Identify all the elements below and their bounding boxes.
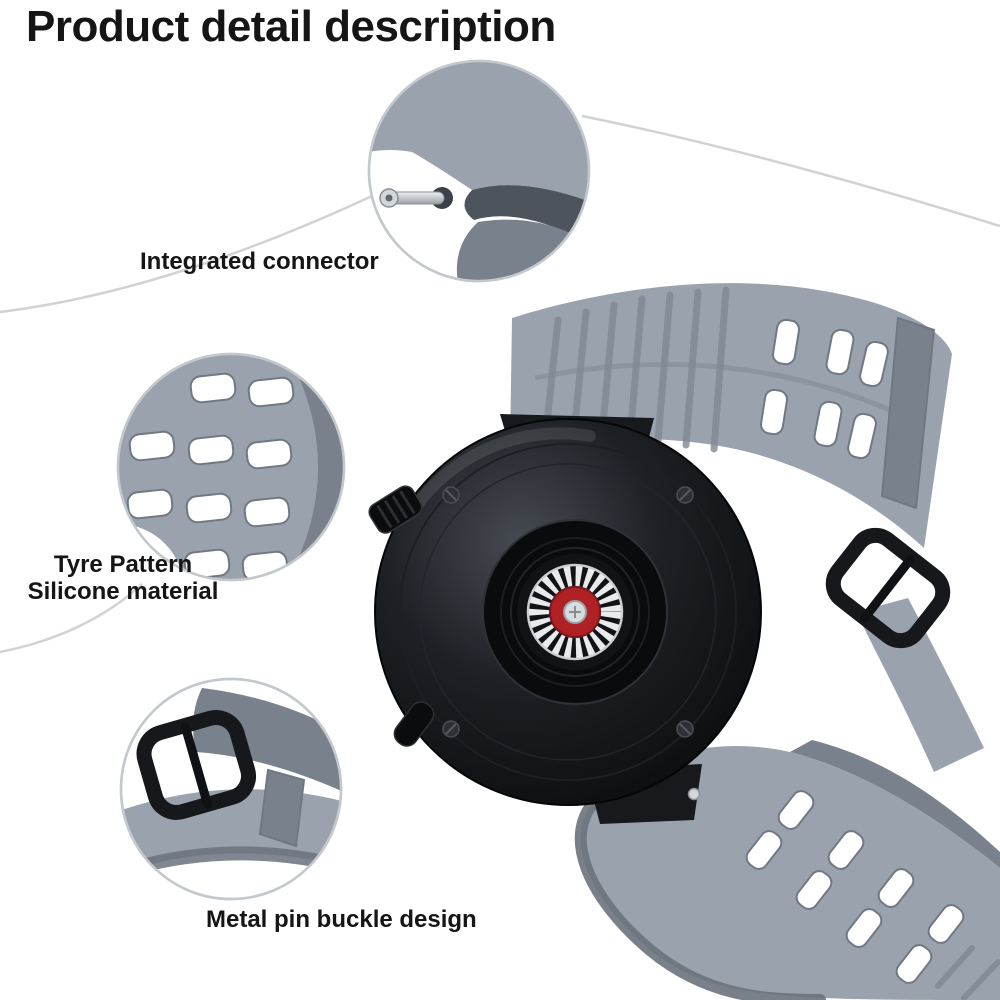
label-tyre-pattern-line1: Tyre Pattern	[53, 551, 193, 578]
crown-ridges	[376, 490, 416, 529]
strap-rib	[935, 945, 975, 989]
pattern-strap-fill	[118, 354, 344, 580]
strap-rib	[598, 301, 618, 440]
strap-hole	[825, 328, 855, 376]
buckle-detail	[136, 710, 257, 820]
strap-rib	[570, 308, 590, 438]
upper-strap	[510, 283, 984, 772]
strap-hole	[241, 550, 289, 580]
curve-left-middle	[0, 583, 143, 654]
strap-hole	[245, 438, 293, 470]
strap-rib	[626, 295, 646, 442]
strap-hole	[813, 400, 843, 448]
strap-hole	[189, 372, 237, 404]
strap-hole	[243, 496, 291, 528]
lower-strap-edge-dark	[790, 740, 1000, 868]
page-title: Product detail description	[26, 2, 556, 51]
curve-right-top	[581, 114, 1000, 228]
case-ring-outer	[399, 443, 737, 781]
strap-slots-lower	[745, 790, 965, 984]
strap-rib	[654, 291, 674, 445]
label-integrated-connector: Integrated connector	[140, 248, 379, 275]
strap-hole	[845, 908, 883, 948]
buckle-pin	[860, 555, 915, 623]
label-metal-pin-buckle: Metal pin buckle design	[206, 906, 477, 933]
strap-hole	[745, 830, 783, 870]
strap-hole	[777, 790, 815, 830]
strap-hole	[759, 388, 789, 436]
strap-hole	[927, 904, 965, 944]
case-screw-slots	[445, 489, 691, 735]
strap-hole	[128, 430, 176, 462]
buckle-keeper	[258, 768, 306, 848]
strap-keeper	[880, 316, 936, 510]
case-highlight	[406, 427, 596, 518]
crown-button	[368, 485, 423, 534]
strap-hole	[185, 492, 233, 524]
strap-hole	[795, 870, 833, 910]
spring-bar-ball	[687, 787, 701, 801]
callout-connector	[367, 59, 591, 283]
label-tyre-pattern: Tyre Pattern Silicone material	[14, 551, 232, 606]
strap-hole	[126, 488, 174, 520]
strap-hole	[895, 944, 933, 984]
side-button	[393, 701, 435, 747]
strap-hole	[877, 868, 915, 908]
buckle-strap-upper	[193, 688, 341, 792]
connector-body	[369, 61, 589, 202]
lower-strap-ribs	[935, 945, 1000, 1000]
buckle-pin	[181, 722, 213, 809]
strap-hole	[859, 340, 889, 388]
strap-slots-upper	[759, 318, 889, 460]
callout-tyre-pattern	[116, 352, 346, 582]
strap-hole	[827, 830, 865, 870]
strap-hole	[247, 376, 295, 408]
sensor-module	[482, 519, 668, 705]
strap-ribs	[542, 286, 730, 453]
strap-rib	[961, 959, 1000, 1000]
connector-shadow	[464, 185, 589, 244]
strap-rib	[542, 316, 562, 436]
watch-body-group	[368, 414, 762, 824]
strap-hole	[771, 318, 801, 366]
strap-buckle	[825, 527, 951, 649]
upper-strap-centerline	[534, 361, 914, 423]
strap-rib	[682, 288, 702, 449]
decorative-curves	[0, 114, 1000, 654]
case-ring-inner	[419, 463, 717, 761]
strap-hole	[187, 434, 235, 466]
callout-buckle	[119, 677, 343, 901]
sensor-striped-ring	[529, 566, 621, 658]
buckle-strap-shadow	[121, 846, 341, 880]
curve-left-top	[0, 194, 373, 314]
lower-strap-side-shadow	[574, 792, 826, 1000]
strap-hole	[847, 412, 877, 460]
strap-rib	[710, 286, 730, 453]
label-tyre-pattern-line2: Silicone material	[27, 577, 219, 605]
